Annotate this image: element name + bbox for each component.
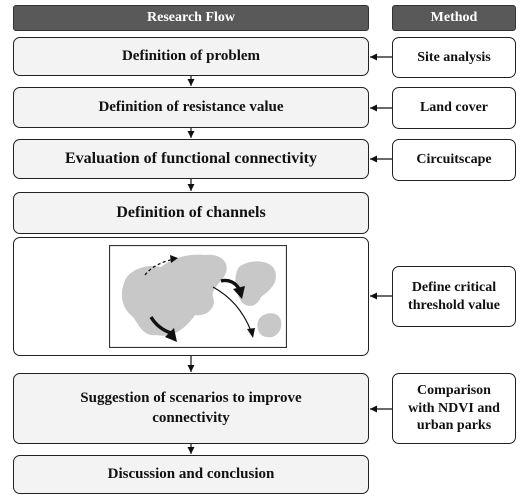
method-site-analysis: Site analysis bbox=[392, 37, 516, 78]
method-ndvi-comparison-label: Comparison with NDVI and urban parks bbox=[408, 383, 500, 434]
habitat-patch-right bbox=[235, 261, 276, 306]
method-circuitscape: Circuitscape bbox=[392, 139, 516, 181]
flow-step-functional-connectivity: Evaluation of functional connectivity bbox=[13, 139, 369, 179]
dashed-corridor-arrow bbox=[144, 258, 176, 276]
method-critical-threshold: Define critical threshold value bbox=[392, 266, 516, 327]
channel-map-illustration bbox=[109, 245, 287, 348]
research-flow-header: Research Flow bbox=[13, 5, 369, 31]
flow-step-conclusion: Discussion and conclusion bbox=[13, 455, 369, 494]
habitat-patch-bottom-right bbox=[257, 313, 282, 338]
method-critical-threshold-label: Define critical threshold value bbox=[408, 280, 500, 313]
habitat-patch-main bbox=[121, 254, 227, 336]
method-header: Method bbox=[392, 5, 516, 31]
thick-corridor-arrow bbox=[220, 278, 241, 290]
flow-step-problem-definition: Definition of problem bbox=[13, 37, 369, 76]
method-land-cover: Land cover bbox=[392, 87, 516, 129]
method-ndvi-comparison: Comparison with NDVI and urban parks bbox=[392, 373, 516, 444]
flow-step-resistance-value: Definition of resistance value bbox=[13, 87, 369, 128]
flow-step-channel-map-panel bbox=[13, 237, 369, 356]
thick-corridor-arrow-left bbox=[149, 316, 172, 335]
flow-step-channels: Definition of channels bbox=[13, 192, 369, 234]
thin-corridor-arrow bbox=[212, 286, 252, 332]
flow-step-scenarios: Suggestion of scenarios to improve conne… bbox=[13, 373, 369, 444]
flow-step-scenarios-label: Suggestion of scenarios to improve conne… bbox=[80, 390, 302, 426]
